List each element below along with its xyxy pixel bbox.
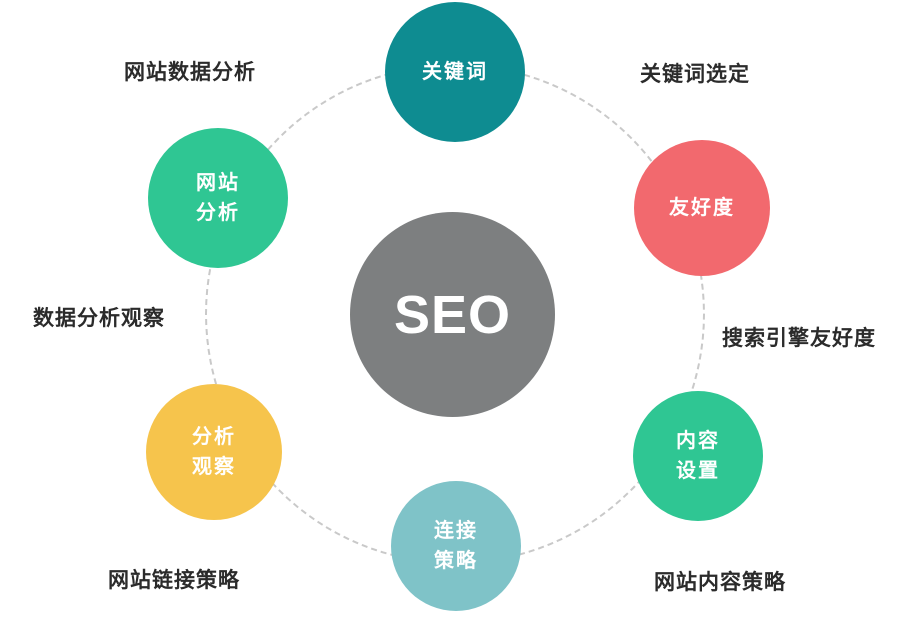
node-label-line2: 策略	[434, 550, 478, 572]
node-label-line1: 分析	[192, 426, 236, 448]
node-label: 友好度	[669, 197, 735, 219]
node-label-line1: 网站	[196, 172, 240, 194]
node-label-line1: 连接	[434, 520, 478, 542]
label-search-engine-friendliness: 搜索引擎友好度	[722, 327, 876, 350]
node-content-settings: 内容 设置	[633, 391, 763, 521]
node-label-line2: 分析	[196, 202, 240, 224]
node-friendliness: 友好度	[634, 140, 770, 276]
node-label-line2: 观察	[192, 456, 236, 478]
center-node-seo: SEO	[350, 212, 555, 417]
label-site-content-strategy: 网站内容策略	[654, 571, 786, 594]
label-site-data-analysis: 网站数据分析	[124, 61, 256, 84]
node-keywords: 关键词	[385, 2, 525, 142]
node-label-line2: 设置	[676, 460, 720, 482]
center-node-label: SEO	[393, 284, 512, 345]
node-label-line1: 内容	[676, 430, 720, 452]
label-site-link-strategy: 网站链接策略	[108, 569, 240, 592]
node-site-analysis: 网站 分析	[148, 128, 288, 268]
node-label: 关键词	[422, 61, 488, 83]
label-data-analysis-observation: 数据分析观察	[33, 307, 165, 330]
node-link-strategy: 连接 策略	[391, 481, 521, 611]
node-analysis-observation: 分析 观察	[146, 384, 282, 520]
label-keyword-selection: 关键词选定	[640, 63, 750, 86]
